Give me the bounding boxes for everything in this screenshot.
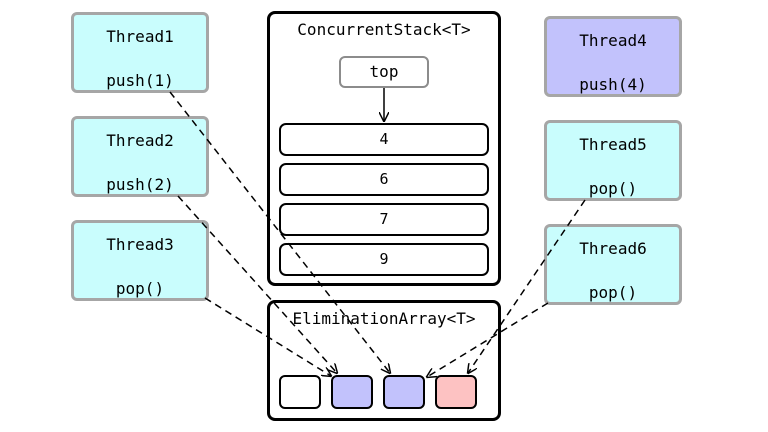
thread5-box: Thread5 pop() (544, 120, 682, 201)
elimination-slot-4 (435, 375, 477, 409)
thread1-box: Thread1 push(1) (71, 12, 209, 93)
elimination-slot-2 (331, 375, 373, 409)
stack-item-2: 6 (279, 163, 489, 196)
stack-item-1: 4 (279, 123, 489, 156)
thread3-name: Thread3 (106, 235, 174, 254)
thread1-name: Thread1 (106, 27, 174, 46)
stack-item-4: 9 (279, 243, 489, 276)
thread4-name: Thread4 (579, 31, 647, 50)
concurrent-stack-title: ConcurrentStack<T> (297, 20, 471, 39)
elimination-array-title: EliminationArray<T> (292, 309, 476, 328)
thread6-name: Thread6 (579, 239, 647, 258)
thread3-box: Thread3 pop() (71, 220, 209, 301)
thread2-box: Thread2 push(2) (71, 116, 209, 197)
thread1-operation: push(1) (106, 71, 174, 90)
elimination-slot-3 (383, 375, 425, 409)
thread6-operation: pop() (588, 283, 638, 302)
thread3-operation: pop() (115, 279, 165, 298)
thread6-box: Thread6 pop() (544, 224, 682, 305)
thread4-operation: push(4) (579, 75, 647, 94)
thread2-name: Thread2 (106, 131, 174, 150)
thread2-operation: push(2) (106, 175, 174, 194)
stack-item-3: 7 (279, 203, 489, 236)
thread5-name: Thread5 (579, 135, 647, 154)
thread4-box: Thread4 push(4) (544, 16, 682, 97)
stack-top-pointer: top (339, 56, 429, 88)
elimination-slot-1 (279, 375, 321, 409)
thread5-operation: pop() (588, 179, 638, 198)
